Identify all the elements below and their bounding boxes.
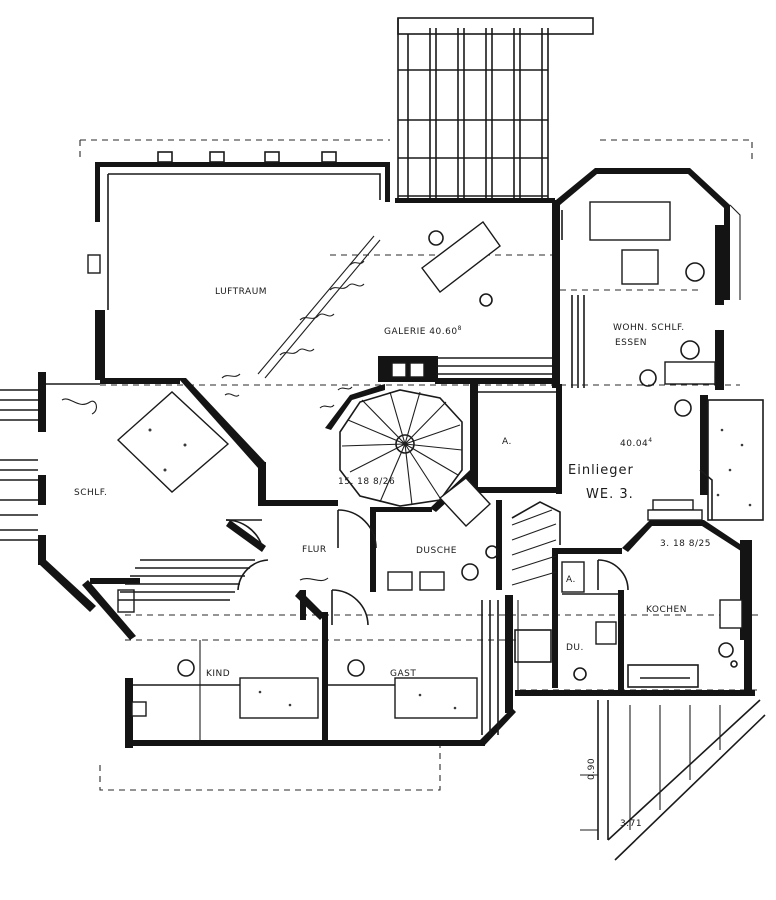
wohn-schlf-essen <box>561 201 741 388</box>
label-flur: FLUR <box>302 545 327 555</box>
flur-doors <box>225 509 377 626</box>
label-luftraum: LUFTRAUM <box>215 287 267 297</box>
pergola <box>397 17 594 200</box>
label-einlieger: Einlieger <box>568 463 634 478</box>
walls <box>38 162 755 748</box>
dusche-room <box>387 477 499 591</box>
label-a-stair-room: A. <box>502 437 512 447</box>
kind-room <box>131 640 319 740</box>
label-wohn-schlf: WOHN. SCHLF. <box>613 323 685 333</box>
label-dusche: DUSCHE <box>416 546 457 556</box>
label-dim-1: 0.90 <box>587 758 597 780</box>
label-schlf: SCHLF. <box>74 488 107 498</box>
label-gast: GAST <box>390 669 416 679</box>
label-stair-right: 3. 18 8/25 <box>660 539 711 549</box>
right-staircase <box>511 501 629 690</box>
label-we3: WE. 3. <box>586 487 634 502</box>
label-essen: ESSEN <box>615 338 647 348</box>
plant-sketches <box>221 260 365 409</box>
label-dim-2: 3.71 <box>620 819 642 829</box>
label-stair-main: 15. 18 8/26 <box>338 477 395 487</box>
label-galerie: GALERIE 40.608 <box>384 325 462 337</box>
gast-room <box>328 600 499 735</box>
kochen-room <box>627 599 743 688</box>
label-du: DU. <box>566 643 584 653</box>
label-a-small: A. <box>566 575 576 585</box>
luftraum-room <box>87 151 381 379</box>
schlf-room <box>0 383 255 613</box>
lower-right-terrace <box>580 699 766 861</box>
label-level-right: 40.044 <box>620 437 653 449</box>
galerie-furniture <box>391 221 552 378</box>
room-labels: LUFTRAUM GALERIE 40.608 WOHN. SCHLF. ESS… <box>74 287 711 829</box>
label-kochen: KOCHEN <box>646 605 687 615</box>
label-kind: KIND <box>206 669 230 679</box>
main-staircase <box>339 389 463 507</box>
einlieger-area <box>647 399 764 521</box>
